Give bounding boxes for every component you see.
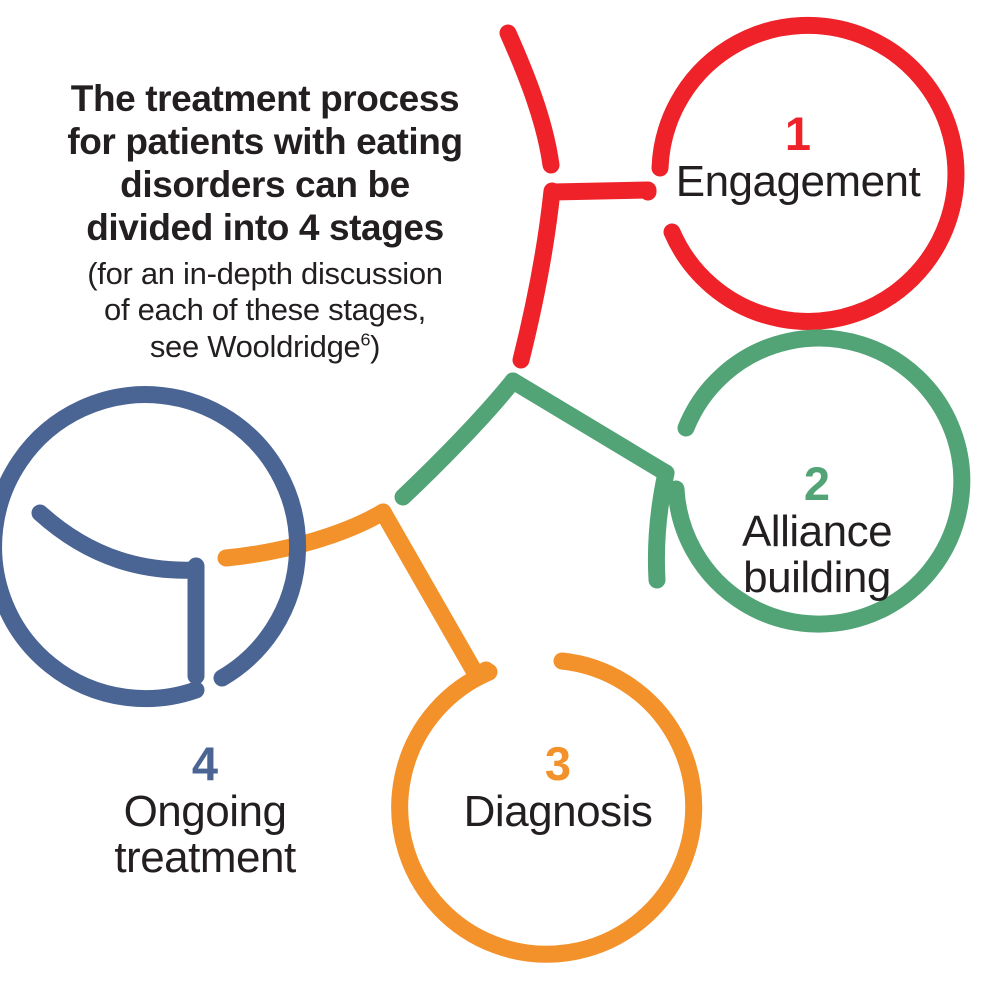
stage-3-connector-left-arm	[217, 503, 392, 567]
stage-4-ring	[0, 386, 307, 708]
stage-1-tail-lower	[512, 182, 561, 369]
headline-block: The treatment process for patients with …	[40, 78, 490, 365]
stage-4-connector-arm	[31, 504, 205, 579]
stage-1-red-group	[499, 16, 965, 369]
stage-1-connector-bracket	[544, 181, 657, 201]
subhead-line-1: (for an in-depth discussion	[87, 255, 443, 291]
stage-2-connector-left-arm	[394, 372, 522, 506]
subhead-line-2: of each of these stages,	[104, 292, 426, 328]
stage-3-ring	[391, 652, 703, 963]
stage-1-tail-upper	[499, 24, 560, 174]
headline-line-2: for patients with eating	[67, 120, 463, 162]
stage-3-orange-group	[217, 503, 703, 963]
subhead-reference-superscript: 6	[360, 329, 371, 350]
stage-3-connector-right-arm	[374, 503, 495, 685]
headline-line-4: divided into 4 stages	[86, 206, 444, 248]
stage-2-ring	[667, 329, 971, 633]
subhead-text: (for an in-depth discussion of each of t…	[40, 256, 490, 366]
stage-1-ring	[651, 16, 965, 330]
stage-2-connector-elbow	[647, 464, 675, 589]
headline-line-1: The treatment process	[70, 78, 460, 119]
subhead-closing-paren: )	[370, 328, 381, 364]
stage-4-blue-group	[0, 386, 307, 708]
stage-2-connector-right-arm	[504, 372, 675, 482]
headline-line-3: disorders can be	[120, 163, 410, 205]
headline-text: The treatment process for patients with …	[40, 78, 490, 250]
stage-2-green-group	[394, 329, 971, 633]
subhead-line-3: see Wooldridge	[149, 328, 361, 364]
